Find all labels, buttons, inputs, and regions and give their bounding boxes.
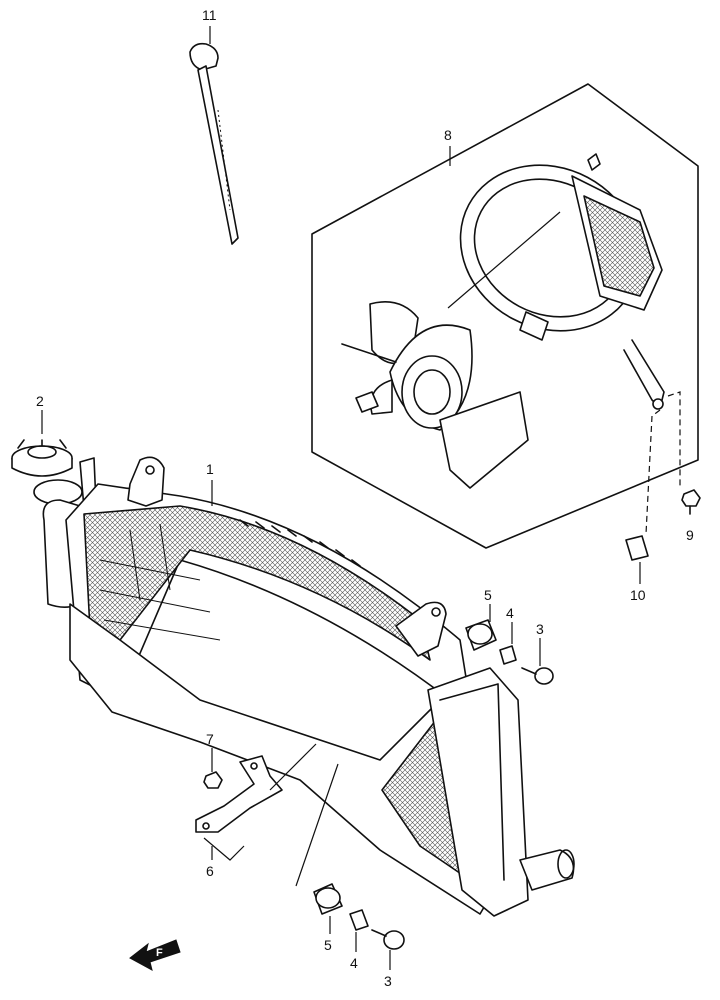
callout-1: 1 <box>206 461 214 477</box>
radiator-part <box>33 456 575 917</box>
fan-assembly-outline <box>311 83 699 549</box>
radiator-cap-part <box>11 439 73 477</box>
collar-4-upper-part <box>499 645 517 665</box>
mount-bracket-6-part <box>195 755 283 833</box>
bolt-3-lower-part <box>371 929 405 950</box>
callout-11: 11 <box>202 7 217 23</box>
fan-shroud-part <box>459 153 665 410</box>
grommet-5-lower-part <box>313 883 343 915</box>
callout-4-lower: 4 <box>350 955 358 971</box>
callout-10: 10 <box>630 587 646 603</box>
callout-7: 7 <box>206 731 214 747</box>
leader-9 <box>667 391 681 486</box>
callout-8: 8 <box>444 127 452 143</box>
leader-10 <box>645 409 661 535</box>
callout-9: 9 <box>686 527 694 543</box>
callout-6: 6 <box>206 863 214 879</box>
clip-nut-10-part <box>625 535 649 561</box>
leader-lower-group <box>295 763 339 887</box>
bolt-7-part <box>203 771 223 789</box>
callout-3-upper: 3 <box>536 621 544 637</box>
callout-3-lower: 3 <box>384 973 392 989</box>
bolt-9-part <box>681 489 701 515</box>
callout-2: 2 <box>36 393 44 409</box>
callout-5-lower: 5 <box>324 937 332 953</box>
leader-6 <box>203 837 245 861</box>
bolt-3-upper-part <box>521 667 554 685</box>
forward-label: F <box>156 947 163 959</box>
callout-5-upper: 5 <box>484 587 492 603</box>
leader-6c <box>269 743 317 791</box>
grommet-5-upper-part <box>465 619 497 651</box>
cable-tie-part <box>189 42 239 245</box>
forward-arrow-icon: F <box>129 939 181 971</box>
fan-motor-part <box>341 211 561 489</box>
callout-4-upper: 4 <box>506 605 514 621</box>
collar-4-lower-part <box>349 909 369 931</box>
